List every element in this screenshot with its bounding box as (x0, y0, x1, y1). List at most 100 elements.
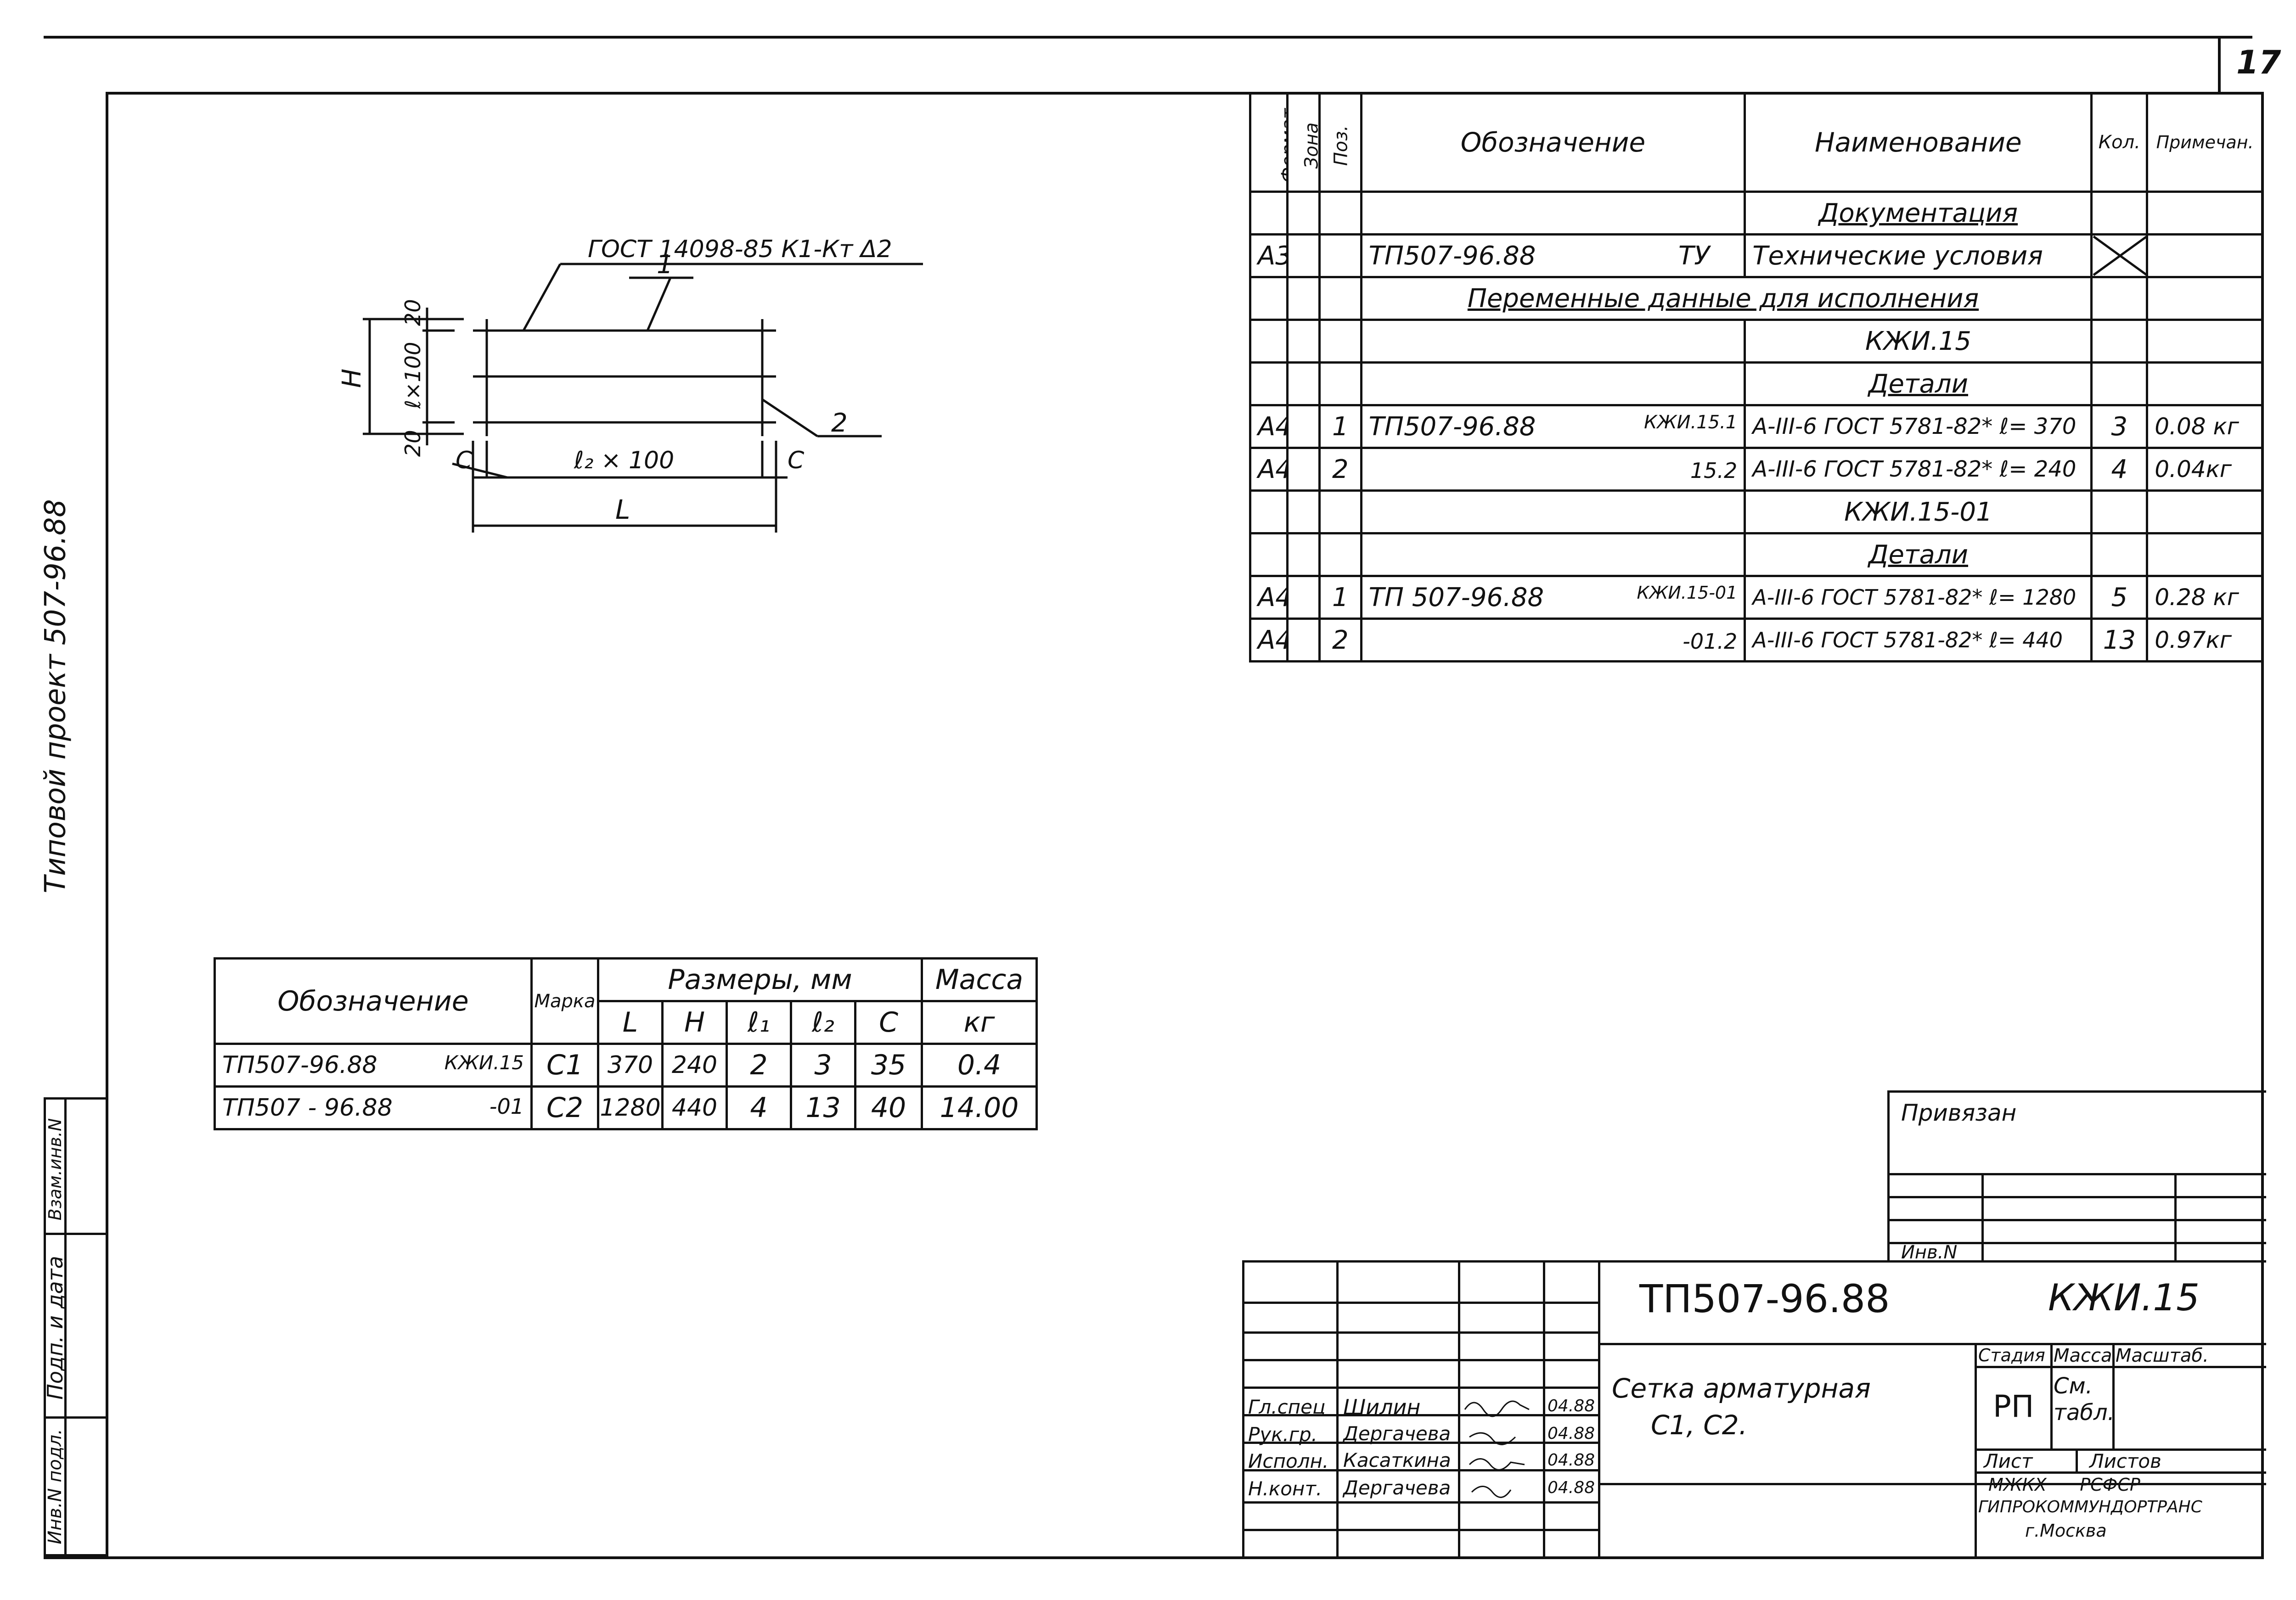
dims-row: ТП507 - 96.88-01 С2 1280 440 4 13 40 14.… (214, 1085, 1038, 1130)
pos2-label: 2 (831, 408, 848, 438)
spec-h-zone: Зона (1286, 92, 1321, 193)
spec-name: Детали (1744, 361, 2093, 406)
stamp-role: Исполн. (1248, 1450, 1329, 1472)
spec-qty-crossed (2090, 233, 2149, 278)
dims-h-l1: ℓ₁ (726, 1000, 792, 1045)
dims-h-designation: Обозначение (214, 957, 533, 1045)
spec-name: Документация (1744, 191, 2093, 236)
dims-h-H: H (661, 1000, 728, 1045)
spec-pos (1318, 319, 1362, 364)
spec-note (2146, 361, 2264, 406)
dim-20-top: 20 (400, 299, 425, 326)
privyazan-inv: Инв.N (1901, 1242, 1958, 1263)
dim-20-bot: 20 (400, 430, 425, 457)
dim-l100: ℓ×100 (400, 342, 425, 409)
spec-qty (2090, 319, 2149, 364)
dims-suffix: КЖИ.15 (444, 1051, 524, 1074)
spec-pos (1318, 191, 1362, 236)
spec-designation-suffix: ТУ (1678, 241, 1710, 271)
spec-pos (1318, 489, 1362, 534)
spec-format: А3 (1249, 233, 1289, 278)
spec-designation-suffix: КЖИ.15-01 (1637, 582, 1738, 603)
spec-format (1249, 532, 1289, 577)
spec-name: А-III-6 ГОСТ 5781-82* ℓ= 240 (1744, 447, 2093, 492)
stamp-sheet-h: Лист (1984, 1450, 2033, 1472)
dims-l2: 13 (790, 1085, 856, 1130)
spec-qty: 5 (2090, 575, 2149, 620)
spec-format: А4 (1249, 404, 1289, 449)
spec-designation (1360, 361, 1746, 406)
spec-qty: 3 (2090, 404, 2149, 449)
spec-h-note: Примечан. (2146, 92, 2264, 193)
dims-h-L: L (597, 1000, 664, 1045)
spec-format: А4 (1249, 447, 1289, 492)
spec-name: А-III-6 ГОСТ 5781-82* ℓ= 370 (1744, 404, 2093, 449)
stamp-name: Дергачева (1343, 1422, 1451, 1445)
spec-note: 0.28 кг (2146, 575, 2264, 620)
strip-label-sign: Подп. и дата (43, 1256, 68, 1400)
dim-c-left: C (456, 447, 473, 474)
dims-h-mass-unit: кг (921, 1000, 1038, 1045)
dim-l2: ℓ₂ × 100 (574, 447, 674, 474)
stamp-title-1: Сетка арматурная (1612, 1373, 1871, 1404)
stamp-mass-h: Масса (2054, 1345, 2112, 1366)
stamp-date: 04.88 (1548, 1424, 1595, 1443)
stamp-date: 04.88 (1548, 1397, 1595, 1415)
dims-suffix: -01 (489, 1094, 524, 1119)
spec-qty: 13 (2090, 618, 2149, 662)
spec-note (2146, 489, 2264, 534)
stamp-name: Дергачева (1343, 1476, 1451, 1499)
stamp-mark: КЖИ.15 (2048, 1276, 2200, 1319)
dim-L: L (615, 494, 630, 525)
stamp-role: Рук.гр. (1248, 1423, 1317, 1446)
pos1-leader (646, 277, 672, 331)
spec-pos (1318, 532, 1362, 577)
spec-name: КЖИ.15 (1744, 319, 2093, 364)
stamp-org-3: г.Москва (2025, 1521, 2107, 1541)
dims-designation: ТП507 - 96.88-01 (214, 1085, 533, 1130)
dim-H: H (337, 369, 367, 388)
privyazan-block: Привязан Инв.N (1887, 1090, 2266, 1263)
spec-note (2146, 319, 2264, 364)
spec-pos (1318, 233, 1362, 278)
spec-row: Детали (1249, 532, 2264, 577)
privyazan-title: Привязан (1901, 1100, 2017, 1126)
dims-l2: 3 (790, 1043, 856, 1088)
spec-name: Технические условия (1744, 233, 2093, 278)
stamp-org-2: ГИПРОКОММУНДОРТРАНС (1978, 1498, 2202, 1516)
spec-pos: 2 (1318, 618, 1362, 662)
dims-h-C: C (854, 1000, 923, 1045)
spec-pos: 2 (1318, 447, 1362, 492)
stamp-org-1: МЖКХ РСФСР (1988, 1475, 2140, 1495)
spec-designation (1360, 532, 1746, 577)
dimensions-table: Обозначение Марка Размеры, мм Масса L H … (214, 957, 1038, 1130)
dims-l1: 2 (726, 1043, 792, 1088)
spec-format (1249, 361, 1289, 406)
dims-header-row: Обозначение Марка Размеры, мм Масса (214, 957, 1038, 1045)
pos1-label: 1 (657, 250, 673, 280)
page-number: 17 (2236, 44, 2281, 81)
spec-span-title: Переменные данные для исполнения (1360, 276, 2093, 321)
gost-leader-diag (522, 263, 562, 331)
frame-top (106, 92, 2264, 95)
dims-mass: 0.4 (921, 1043, 1038, 1088)
dim-c-right: C (788, 447, 805, 474)
spec-designation-suffix: 15.2 (1690, 458, 1738, 483)
stamp-role: Гл.спец (1248, 1396, 1326, 1418)
spec-note: 0.04кг (2146, 447, 2264, 492)
spec-pos (1318, 361, 1362, 406)
spec-note (2146, 191, 2264, 236)
spec-format: А4 (1249, 618, 1289, 662)
stamp-sheets-h: Листов (2089, 1450, 2161, 1472)
frame-left (106, 92, 108, 1556)
dims-mark: С1 (530, 1043, 599, 1088)
frame-bottom (44, 1556, 2264, 1559)
spec-designation (1360, 489, 1746, 534)
dims-H: 440 (661, 1085, 728, 1130)
pos2-leader (761, 398, 818, 438)
